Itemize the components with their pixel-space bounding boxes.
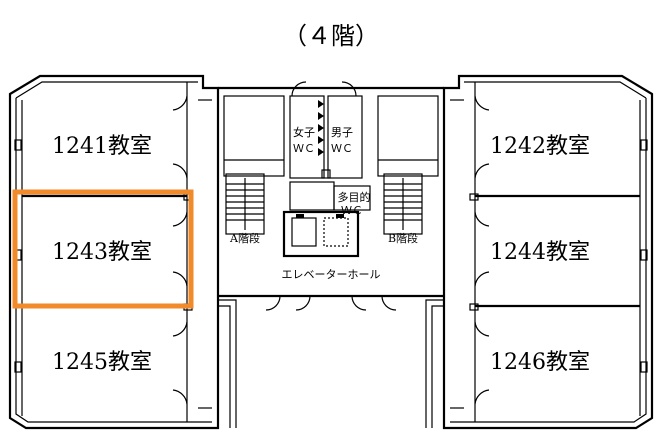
elevator-hall-label: エレベーターホール [282, 268, 381, 281]
room-1242-label: 1242教室 [490, 134, 590, 159]
floor-title: （４階） [283, 22, 379, 50]
stairs-b [383, 173, 423, 235]
highlight-box [12, 189, 194, 309]
multipurpose-wc-label-line2: ＷＣ [341, 204, 363, 217]
multipurpose-wc-label-line1: 多目的 [338, 190, 371, 204]
central-core [218, 81, 444, 428]
women-wc-label-line2: ＷＣ [293, 142, 315, 155]
room-1243-label: 1243教室 [52, 240, 152, 265]
men-wc-label-line1: 男子 [331, 126, 353, 139]
room-1244-label: 1244教室 [490, 240, 590, 265]
room-1241-label: 1241教室 [52, 134, 152, 159]
women-wc-label-line1: 女子 [293, 125, 315, 139]
stairs-a [225, 173, 265, 235]
men-wc-label-line2: ＷＣ [331, 142, 353, 155]
stairs-b-label: B階段 [388, 231, 418, 245]
room-1245-label: 1245教室 [52, 350, 152, 375]
right-wing [442, 74, 654, 430]
stairs-a-label: A階段 [229, 231, 260, 245]
room-1246-label: 1246教室 [490, 350, 590, 375]
